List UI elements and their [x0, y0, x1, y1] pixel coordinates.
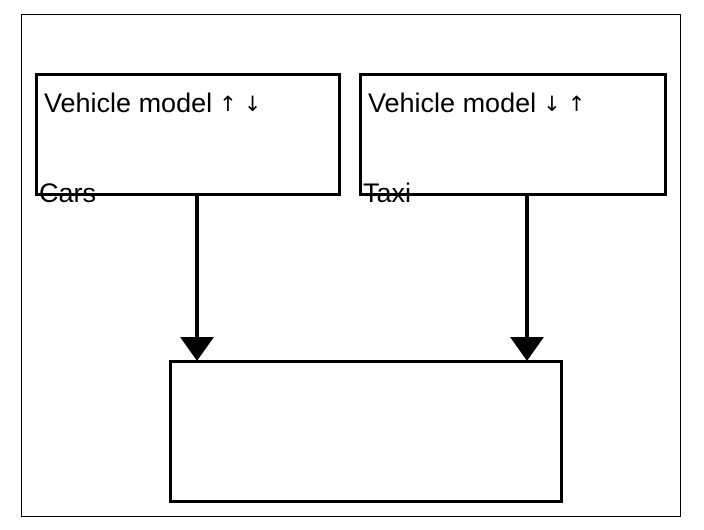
connector-cars-to-merge-line — [195, 196, 199, 338]
node-label-taxi: Taxi — [363, 178, 412, 208]
connector-cars-to-merge-arrowhead-icon — [180, 337, 214, 361]
up-arrow-icon: ↑ — [219, 92, 237, 116]
up-arrow-icon: ↑ — [567, 92, 586, 116]
node-box-taxi[interactable]: Vehicle model↓↑ — [359, 73, 667, 196]
node-label-cars: Cars — [39, 178, 97, 208]
node-cars-title: Vehicle model↑↓ — [44, 86, 261, 121]
outer-frame — [21, 14, 681, 517]
node-box-cars[interactable]: Vehicle model↑↓ — [35, 73, 341, 196]
node-taxi-title: Vehicle model↓↑ — [368, 86, 585, 121]
down-arrow-icon: ↓ — [543, 92, 561, 116]
node-taxi-title-text: Vehicle model — [368, 88, 537, 118]
down-arrow-icon: ↓ — [243, 92, 262, 116]
connector-taxi-to-merge-line — [525, 196, 529, 338]
connector-taxi-to-merge-arrowhead-icon — [510, 337, 544, 361]
node-box-merge[interactable] — [169, 360, 563, 503]
node-cars-title-text: Vehicle model — [44, 88, 213, 118]
